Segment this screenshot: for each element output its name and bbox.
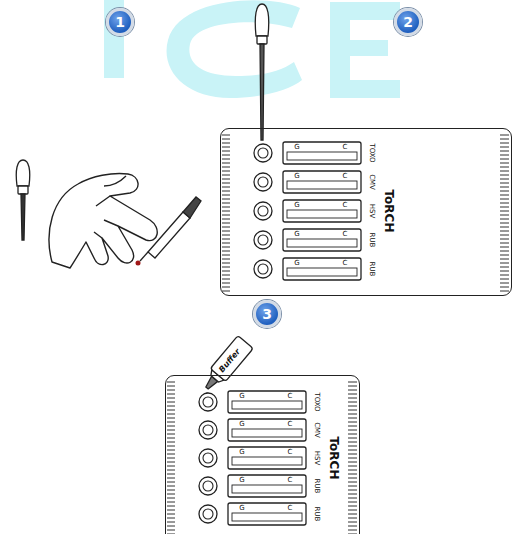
strip-label: CMV [368, 174, 375, 190]
hand [49, 173, 157, 268]
line-marker: C [288, 449, 293, 456]
strip-label: TOXO [368, 143, 375, 162]
lancet [136, 197, 202, 266]
line-marker: C [288, 421, 293, 428]
strip-label: CMV [313, 422, 320, 438]
line-marker: C [343, 202, 348, 209]
strip-label: RUB [313, 507, 320, 522]
callout-number: 2 [403, 15, 413, 29]
dropper [16, 160, 30, 240]
line-marker: G [294, 260, 299, 267]
strip-label: RUB [368, 262, 375, 277]
line-marker: C [343, 144, 348, 151]
line-marker: G [294, 173, 299, 180]
strip-label: RUB [313, 479, 320, 494]
watermark [104, 0, 400, 98]
test-cassette: ToRCH G C TOXO G C CMV G C HSV G C RUB G C RUB [165, 375, 360, 534]
buffer-bottle [199, 336, 253, 395]
line-marker: G [239, 393, 244, 400]
strip-label: RUB [368, 233, 375, 248]
step-callout: 3 [253, 300, 281, 328]
line-marker: C [288, 393, 293, 400]
line-marker: C [343, 260, 348, 267]
line-marker: G [294, 231, 299, 238]
line-marker: G [239, 449, 244, 456]
line-marker: G [294, 144, 299, 151]
dropper [255, 4, 269, 140]
strip-label: HSV [368, 204, 375, 219]
line-marker: G [239, 477, 244, 484]
line-marker: G [294, 202, 299, 209]
cassette-body [221, 129, 513, 297]
line-marker: C [288, 477, 293, 484]
test-cassette: ToRCH G C TOXO G C CMV G C HSV G C RUB G C RUB [220, 128, 512, 296]
strip-label: TOXO [313, 392, 320, 411]
callout-number: 3 [262, 307, 272, 321]
line-marker: G [239, 421, 244, 428]
bottle-label: Buffer [217, 348, 241, 374]
callout-number: 1 [115, 15, 125, 29]
strip-label: HSV [313, 451, 320, 466]
line-marker: C [343, 173, 348, 180]
step-callout: 2 [394, 8, 422, 36]
line-marker: C [343, 231, 348, 238]
step-callout: 1 [106, 8, 134, 36]
line-marker: G [239, 505, 244, 512]
brand-name: ToRCH [383, 190, 395, 233]
line-marker: C [288, 505, 293, 512]
brand-name: ToRCH [328, 437, 340, 480]
